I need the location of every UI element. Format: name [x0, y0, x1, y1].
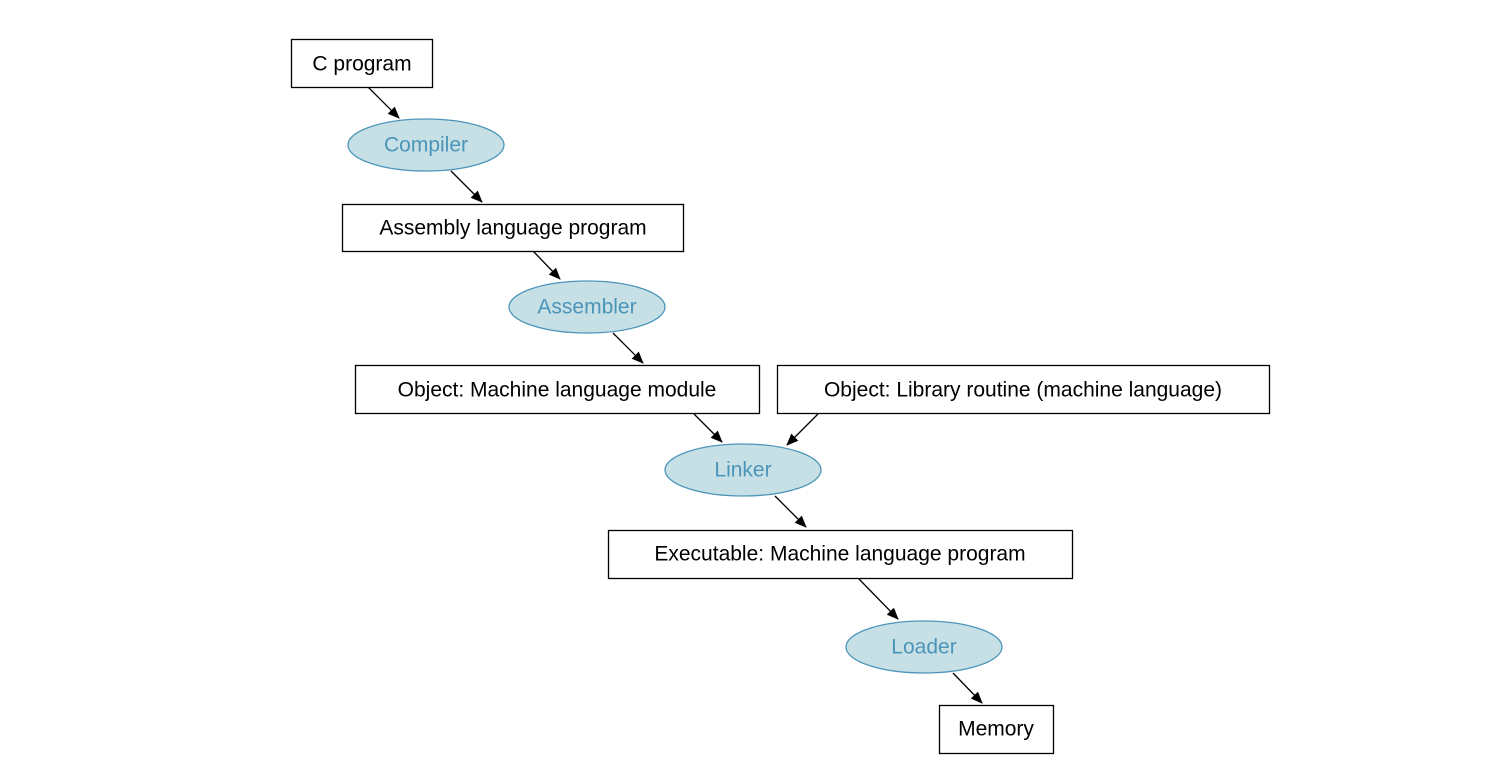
- assembler-ellipse: [508, 280, 666, 334]
- executable-label: Executable: Machine language program: [654, 543, 1025, 566]
- loader-label: Loader: [891, 636, 956, 659]
- edge-c-program-to-compiler: [367, 86, 400, 119]
- node-object-module: Object: Machine language module: [354, 364, 761, 415]
- edge-assembler-to-object-module: [612, 332, 644, 364]
- library-routine-box: [776, 364, 1271, 415]
- node-executable: Executable: Machine language program: [607, 529, 1074, 580]
- node-memory: Memory: [938, 704, 1055, 755]
- linker-ellipse: [664, 443, 822, 497]
- edge-library-routine-to-linker: [786, 413, 819, 446]
- edges: [367, 86, 983, 704]
- node-c-program: C program: [290, 38, 434, 89]
- node-library-routine: Object: Library routine (machine languag…: [776, 364, 1271, 415]
- edge-assembly-program-to-assembler: [532, 250, 561, 280]
- loader-ellipse: [845, 620, 1003, 674]
- assembly-program-label: Assembly language program: [379, 217, 646, 240]
- edge-linker-to-executable: [774, 495, 807, 528]
- c-program-label: C program: [312, 53, 411, 76]
- assembler-label: Assembler: [537, 296, 636, 319]
- edge-compiler-to-assembly-program: [450, 170, 483, 203]
- node-compiler: Compiler: [347, 118, 505, 172]
- linker-label: Linker: [714, 459, 771, 482]
- memory-label: Memory: [958, 718, 1034, 741]
- memory-box: [938, 704, 1055, 755]
- node-assembler: Assembler: [508, 280, 666, 334]
- node-assembly-program: Assembly language program: [341, 203, 685, 253]
- node-loader: Loader: [845, 620, 1003, 674]
- executable-box: [607, 529, 1074, 580]
- c-program-box: [290, 38, 434, 89]
- edge-executable-to-loader: [857, 577, 899, 620]
- assembly-program-box: [341, 203, 685, 253]
- node-linker: Linker: [664, 443, 822, 497]
- edge-object-module-to-linker: [693, 413, 723, 443]
- object-module-box: [354, 364, 761, 415]
- compiler-label: Compiler: [384, 134, 468, 157]
- library-routine-label: Object: Library routine (machine languag…: [824, 379, 1222, 402]
- edge-loader-to-memory: [952, 672, 983, 704]
- object-module-label: Object: Machine language module: [398, 379, 717, 402]
- compiler-ellipse: [347, 118, 505, 172]
